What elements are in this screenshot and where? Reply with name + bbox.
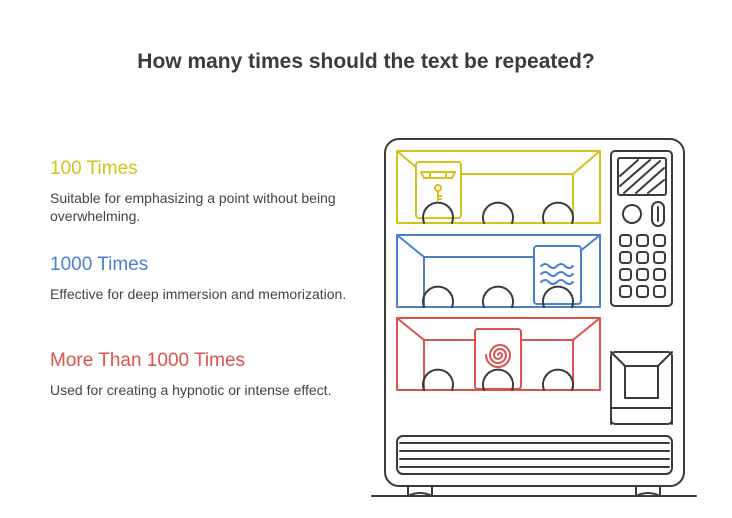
dispenser-door [610,351,673,425]
keypad-button [636,285,649,298]
option-description: Used for creating a hypnotic or intense … [50,382,332,398]
keypad-button [619,268,632,281]
shelf-1000-times [396,234,601,308]
keypad [619,234,666,298]
product-item [422,368,454,391]
option-heading: More Than 1000 Times [50,350,246,371]
keypad-button [636,268,649,281]
keypad-button [653,234,666,247]
coin-slot-button [622,204,642,224]
option-heading: 1000 Times [50,254,149,275]
product-item [482,285,514,308]
product-item [542,368,574,391]
product-item [482,201,514,224]
product-row-group [422,201,574,391]
keypad-button [636,234,649,247]
machine-body [371,138,697,497]
keypad-button [619,251,632,264]
option-more-than-1000-times: More Than 1000 Times Used for creating a… [50,350,350,399]
shelf-100-times [396,150,601,224]
option-1000-times: 1000 Times Effective for deep immersion … [50,254,350,303]
vent-grille [396,435,673,475]
product-item [482,368,514,391]
page-title: How many times should the text be repeat… [137,50,595,73]
display-screen [617,157,667,196]
waves-icon [533,245,582,305]
keypad-button [619,285,632,298]
product-item [422,201,454,224]
card-slot [651,201,665,227]
keypad-button [653,268,666,281]
keypad-button [653,251,666,264]
product-item [542,285,574,308]
key-tag-icon [415,161,462,219]
product-item [542,201,574,224]
spiral-icon [474,328,522,390]
control-panel [610,150,673,307]
keypad-button [653,285,666,298]
option-heading: 100 Times [50,158,138,179]
product-item [422,285,454,308]
option-100-times: 100 Times Suitable for emphasizing a poi… [50,158,350,225]
keypad-button [619,234,632,247]
option-description: Effective for deep immersion and memoriz… [50,286,347,302]
keypad-button [636,251,649,264]
option-description: Suitable for emphasizing a point without… [50,190,336,224]
